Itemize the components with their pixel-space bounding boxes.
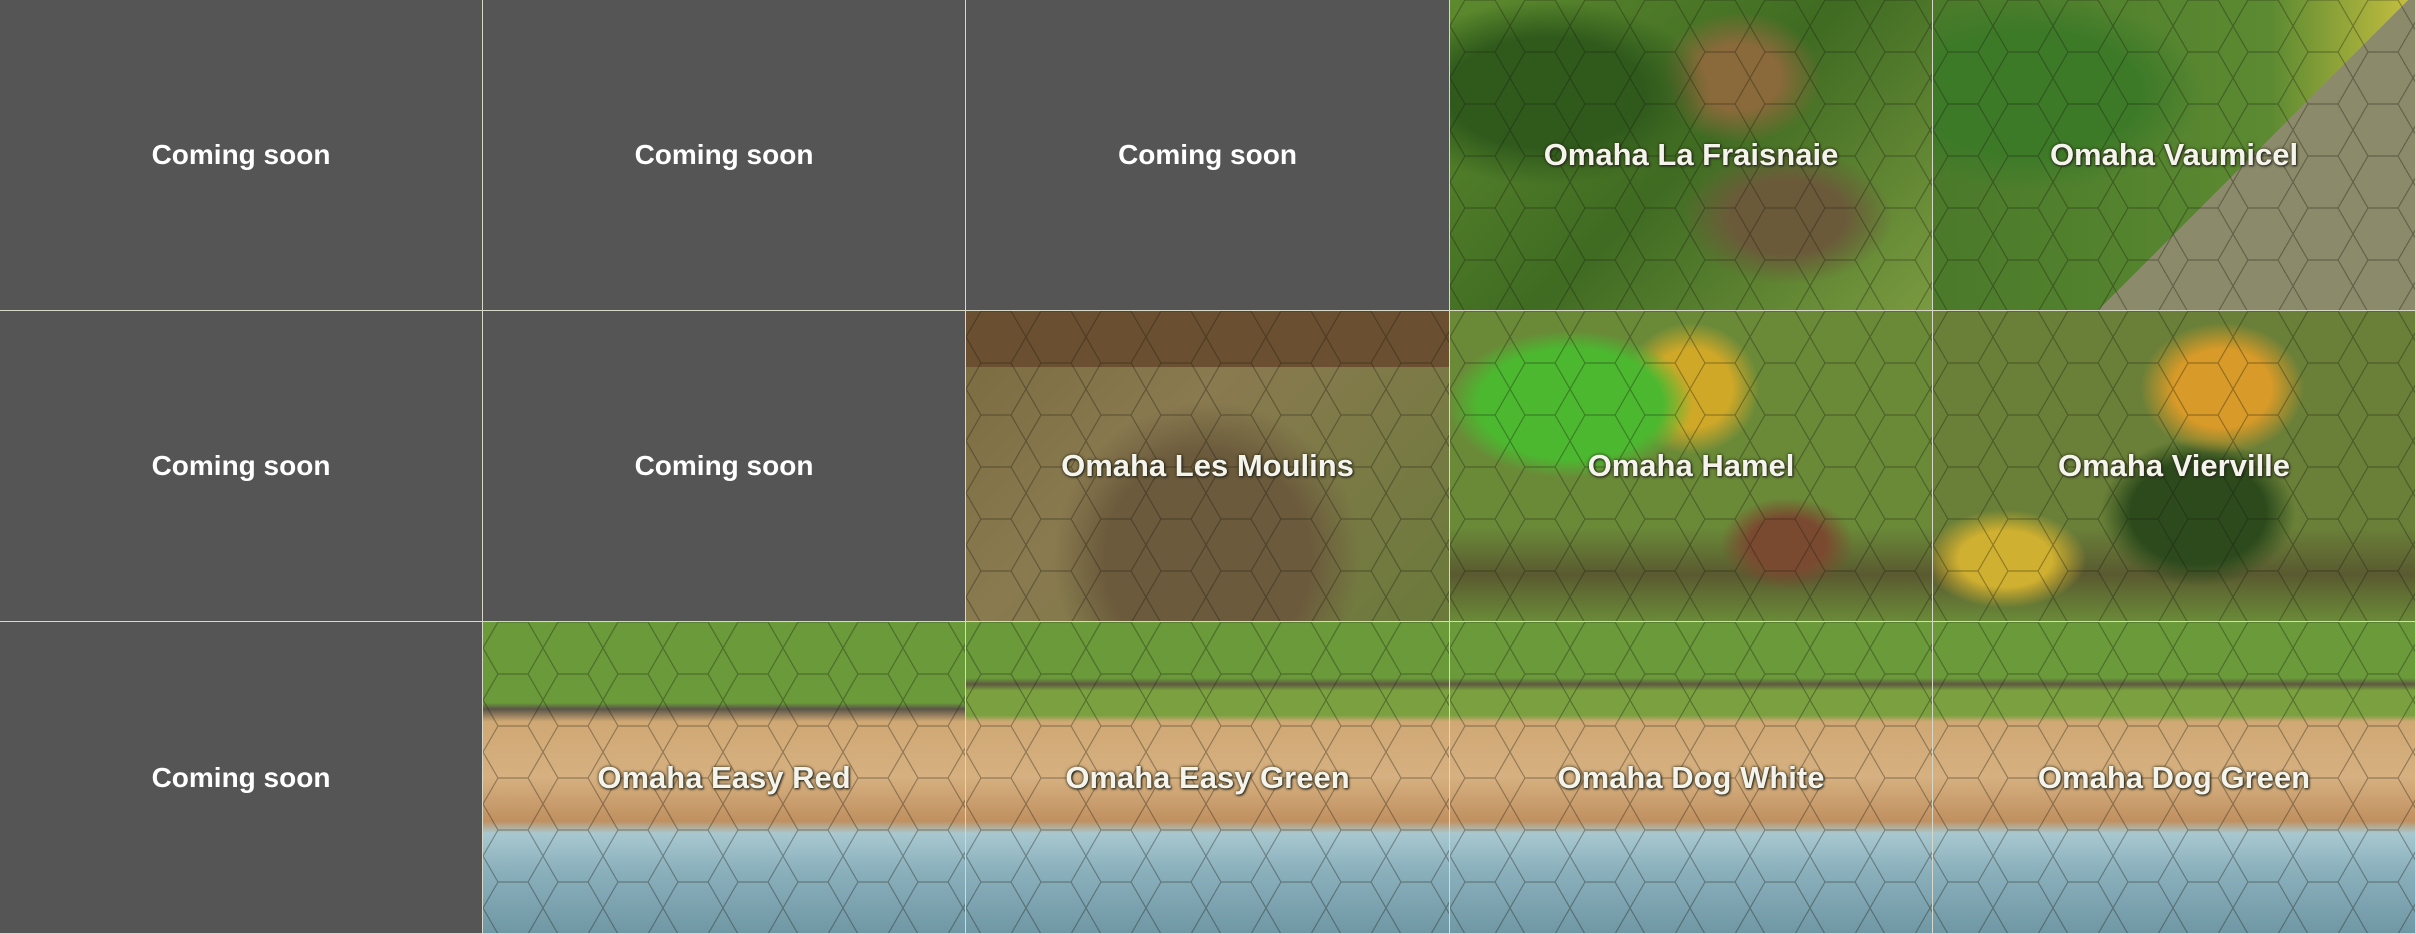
- tile-label: Omaha Hamel: [1587, 448, 1795, 483]
- tile-coming-soon: Coming soon: [0, 622, 483, 934]
- tile-omaha-hamel[interactable]: Omaha Hamel: [1450, 311, 1933, 622]
- tile-label: Omaha Easy Red: [597, 759, 851, 795]
- hex-grid: [1933, 622, 2415, 933]
- tile-omaha-dog-white[interactable]: Omaha Dog White: [1450, 622, 1933, 934]
- tile-omaha-vaumicel[interactable]: Omaha Vaumicel: [1933, 0, 2416, 311]
- tile-coming-soon: Coming soon: [483, 311, 966, 622]
- tile-coming-soon: Coming soon: [483, 0, 966, 311]
- tile-coming-soon: Coming soon: [0, 311, 483, 622]
- hex-grid: [1450, 622, 1932, 933]
- tile-label: Coming soon: [634, 139, 814, 170]
- hex-grid: [1933, 0, 2415, 310]
- hex-grid: [1933, 311, 2415, 621]
- tile-label: Coming soon: [634, 450, 814, 481]
- tile-label: Omaha Dog White: [1557, 759, 1825, 795]
- tile-omaha-vierville[interactable]: Omaha Vierville: [1933, 311, 2416, 622]
- tile-label: Coming soon: [1118, 139, 1297, 170]
- hex-grid: [1450, 311, 1932, 621]
- hex-grid: [966, 622, 1449, 933]
- tile-omaha-easy-red[interactable]: Omaha Easy Red: [483, 622, 966, 934]
- tile-label: Coming soon: [151, 139, 331, 170]
- hex-grid: [966, 311, 1449, 621]
- tile-label: Omaha Les Moulins: [1061, 448, 1354, 483]
- tile-label: Coming soon: [151, 450, 331, 481]
- hex-grid: [1450, 0, 1932, 310]
- tile-coming-soon: Coming soon: [0, 0, 483, 311]
- tile-label: Omaha Vaumicel: [2049, 137, 2299, 172]
- tile-label: Omaha Dog Green: [2037, 759, 2311, 795]
- tile-label: Coming soon: [151, 761, 331, 793]
- hex-grid: [483, 622, 965, 933]
- tile-omaha-les-moulins[interactable]: Omaha Les Moulins: [966, 311, 1450, 622]
- tile-omaha-dog-green[interactable]: Omaha Dog Green: [1933, 622, 2416, 934]
- tile-label: Omaha Vierville: [2057, 448, 2291, 483]
- tile-label: Omaha La Fraisnaie: [1543, 137, 1839, 172]
- tile-omaha-easy-green[interactable]: Omaha Easy Green: [966, 622, 1450, 934]
- tile-coming-soon: Coming soon: [966, 0, 1450, 311]
- tile-label: Omaha Easy Green: [1065, 759, 1350, 795]
- tile-omaha-la-fraisnaie[interactable]: Omaha La Fraisnaie: [1450, 0, 1933, 311]
